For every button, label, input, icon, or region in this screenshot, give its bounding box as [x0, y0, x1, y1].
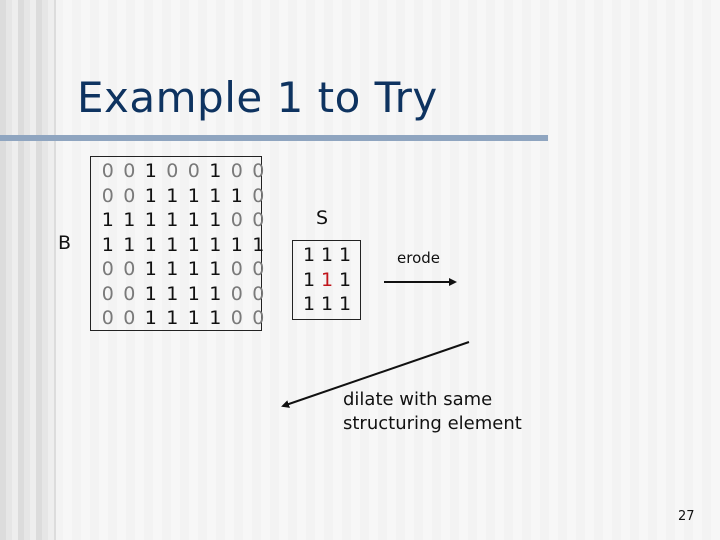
b-cell: 0 [101, 282, 114, 305]
b-cell: 0 [230, 282, 243, 305]
b-cell: 0 [252, 184, 265, 207]
page-number: 27 [678, 509, 695, 524]
b-cell: 1 [166, 233, 179, 256]
b-cell: 1 [209, 209, 222, 231]
b-cell: 1 [209, 282, 222, 305]
s-cell: 1 [338, 268, 352, 291]
dilate-label: dilate with same structuring element [343, 388, 522, 436]
b-cell: 1 [166, 307, 179, 329]
structuring-element-label: S [316, 207, 329, 229]
b-cell: 1 [166, 282, 179, 305]
b-cell: 1 [209, 160, 222, 182]
dilate-label-line2: structuring element [343, 413, 522, 434]
b-cell: 1 [187, 258, 200, 280]
b-cell: 0 [230, 258, 243, 280]
b-cell: 1 [187, 184, 200, 207]
b-cell: 1 [144, 160, 157, 182]
b-cell: 1 [209, 184, 222, 207]
b-cell: 0 [123, 307, 136, 329]
b-cell: 0 [166, 160, 179, 182]
b-cell: 1 [123, 209, 136, 231]
b-cell: 1 [230, 233, 243, 256]
b-cell: 0 [101, 184, 114, 207]
b-cell: 1 [123, 233, 136, 256]
b-cell: 0 [123, 184, 136, 207]
b-cell: 1 [144, 184, 157, 207]
b-cell: 1 [187, 282, 200, 305]
s-cell: 1 [302, 293, 316, 315]
s-cell: 1 [320, 244, 334, 266]
b-cell: 0 [230, 307, 243, 329]
b-cell: 1 [166, 209, 179, 231]
b-cell: 0 [252, 307, 265, 329]
s-cell: 1 [302, 244, 316, 266]
b-cell: 0 [252, 258, 265, 280]
slide-title: Example 1 to Try [77, 73, 438, 122]
b-cell: 1 [144, 307, 157, 329]
s-cell: 1 [338, 293, 352, 315]
background-stripes [0, 0, 56, 540]
b-cell: 0 [123, 160, 136, 182]
b-cell: 1 [144, 282, 157, 305]
b-cell: 1 [209, 258, 222, 280]
b-cell: 1 [101, 233, 114, 256]
b-cell: 0 [187, 160, 200, 182]
title-underline [0, 135, 548, 141]
b-cell: 1 [230, 184, 243, 207]
b-cell: 0 [252, 160, 265, 182]
b-cell: 0 [230, 209, 243, 231]
b-cell: 0 [123, 258, 136, 280]
s-cell: 1 [320, 293, 334, 315]
dilate-arrow-icon [281, 341, 470, 408]
b-cell: 1 [166, 184, 179, 207]
b-cell: 1 [144, 209, 157, 231]
origin-cell: 1 [320, 268, 334, 291]
b-cell: 0 [123, 282, 136, 305]
b-cell: 1 [144, 233, 157, 256]
b-cell: 0 [101, 160, 114, 182]
b-cell: 1 [144, 258, 157, 280]
b-cell: 0 [252, 282, 265, 305]
erode-label: erode [397, 249, 440, 267]
b-cell: 0 [230, 160, 243, 182]
b-cell: 0 [101, 258, 114, 280]
b-cell: 1 [252, 233, 265, 256]
dilate-label-line1: dilate with same [343, 389, 493, 410]
b-cell: 1 [187, 307, 200, 329]
b-cell: 0 [101, 307, 114, 329]
b-cell: 1 [101, 209, 114, 231]
s-cell: 1 [338, 244, 352, 266]
b-cell: 1 [166, 258, 179, 280]
b-cell: 1 [209, 233, 222, 256]
image-b-label: B [58, 232, 72, 254]
s-cell: 1 [302, 268, 316, 291]
b-cell: 1 [209, 307, 222, 329]
b-cell: 1 [187, 209, 200, 231]
b-cell: 0 [252, 209, 265, 231]
b-cell: 1 [187, 233, 200, 256]
